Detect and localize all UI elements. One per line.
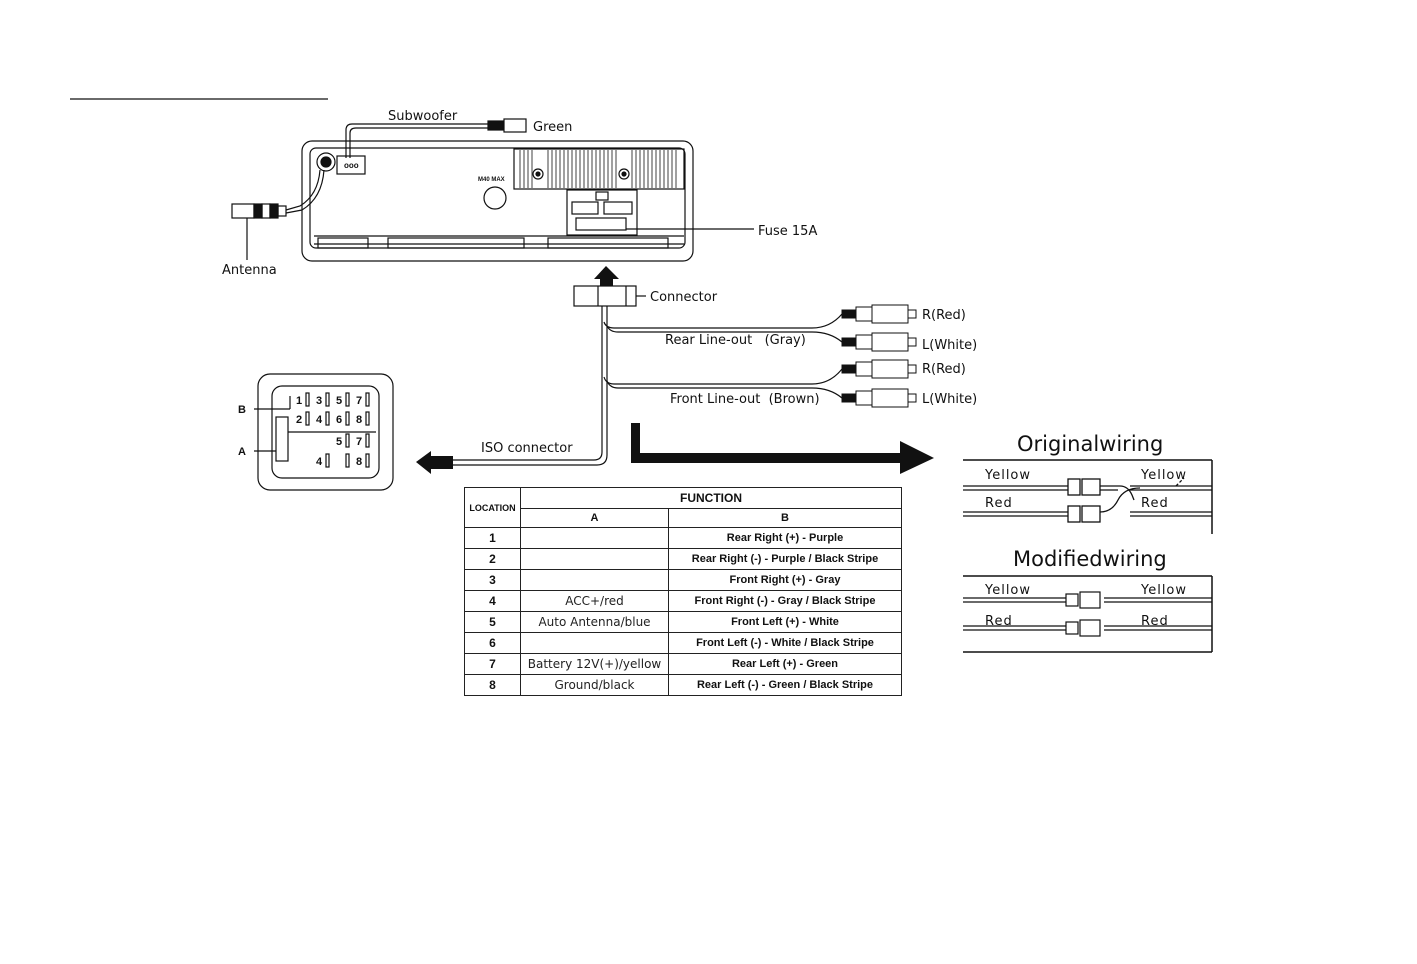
location-cell: 1 <box>464 527 521 549</box>
table-row: 4 ACC+/red Front Right (-) - Gray / Blac… <box>464 590 902 612</box>
function-b-cell: Rear Right (+) - Purple <box>668 527 902 549</box>
function-header: FUNCTION <box>520 487 902 509</box>
rear-r-label: R(Red) <box>922 308 966 323</box>
modified-wiring-title: Modifiedwiring <box>1013 547 1167 571</box>
original-wiring-panel: Originalwiring Yellow Yellow Red Red <box>963 432 1213 534</box>
original-red-left: Red <box>985 496 1013 511</box>
original-yellow-left: Yellow <box>984 468 1031 483</box>
original-red-right: Red <box>1141 496 1169 511</box>
modified-red-right: Red <box>1141 614 1169 629</box>
iso-label-b: B <box>238 404 246 416</box>
iso-plug-face <box>254 373 394 491</box>
modified-wiring-panel: Modifiedwiring Yellow Yellow Red Red <box>963 547 1213 653</box>
antenna-label: Antenna <box>222 263 277 278</box>
function-a-cell <box>520 548 669 570</box>
function-a-cell <box>520 527 669 549</box>
up-arrow-icon <box>594 266 619 286</box>
table-row: 6 Front Left (-) - White / Black Stripe <box>464 632 902 654</box>
rear-l-label: L(White) <box>922 338 977 353</box>
unit-marking: M40 MAX <box>478 177 505 183</box>
rca-plug-front-l <box>841 388 917 408</box>
iso-pin-b8: 8 <box>356 414 362 426</box>
location-cell: 8 <box>464 674 521 696</box>
location-cell: 4 <box>464 590 521 612</box>
function-a-cell: ACC+/red <box>520 590 669 612</box>
function-b-cell: Rear Right (-) - Purple / Black Stripe <box>668 548 902 570</box>
usb-mark: ooo <box>344 161 359 170</box>
rca-plug-front-r <box>841 359 917 379</box>
main-cable <box>452 306 843 466</box>
location-cell: 2 <box>464 548 521 570</box>
location-cell: 7 <box>464 653 521 675</box>
original-wiring-title: Originalwiring <box>1017 432 1163 456</box>
modified-red-left: Red <box>985 614 1013 629</box>
table-row: 7 Battery 12V(+)/yellow Rear Left (+) - … <box>464 653 902 675</box>
location-cell: 5 <box>464 611 521 633</box>
function-b-cell: Rear Left (-) - Green / Black Stripe <box>668 674 902 696</box>
iso-pin-a8: 8 <box>356 456 362 468</box>
function-b-cell: Front Left (+) - White <box>668 611 902 633</box>
table-row: 8 Ground/black Rear Left (-) - Green / B… <box>464 674 902 696</box>
connector <box>573 285 646 307</box>
iso-connector-label: ISO connector <box>481 441 573 456</box>
green-label: Green <box>533 120 572 135</box>
function-b-cell: Front Left (-) - White / Black Stripe <box>668 632 902 654</box>
rear-lineout-label: Rear Line-out (Gray) <box>665 333 806 348</box>
antenna-cable <box>231 169 325 260</box>
table-header-row: LOCATION FUNCTION <box>464 487 902 528</box>
location-cell: 3 <box>464 569 521 591</box>
function-a-cell: Battery 12V(+)/yellow <box>520 653 669 675</box>
iso-pin-b5: 5 <box>336 395 342 407</box>
front-r-label: R(Red) <box>922 362 966 377</box>
iso-pin-b1: 1 <box>296 395 302 407</box>
fuse-label: Fuse 15A <box>758 224 817 239</box>
front-lineout-label: Front Line-out (Brown) <box>670 392 820 407</box>
function-b-cell: Rear Left (+) - Green <box>668 653 902 675</box>
function-a-cell: Ground/black <box>520 674 669 696</box>
column-b-header: B <box>668 508 902 528</box>
function-a-cell <box>520 632 669 654</box>
table-row: 1 Rear Right (+) - Purple <box>464 527 902 549</box>
table-row: 5 Auto Antenna/blue Front Left (+) - Whi… <box>464 611 902 633</box>
connector-label: Connector <box>650 290 718 305</box>
function-b-cell: Front Right (+) - Gray <box>668 569 902 591</box>
function-b-cell: Front Right (-) - Gray / Black Stripe <box>668 590 902 612</box>
table-row: 3 Front Right (+) - Gray <box>464 569 902 591</box>
modified-yellow-left: Yellow <box>984 583 1031 598</box>
location-cell: 6 <box>464 632 521 654</box>
subwoofer-cable <box>345 118 527 158</box>
iso-pin-b2: 2 <box>296 414 302 426</box>
function-a-cell <box>520 569 669 591</box>
iso-pin-b3: 3 <box>316 395 322 407</box>
subwoofer-label: Subwoofer <box>388 109 458 124</box>
iso-pin-b7: 7 <box>356 395 362 407</box>
modified-yellow-right: Yellow <box>1140 583 1187 598</box>
pin-function-table: LOCATION FUNCTION A B 1 Rear Right (+) -… <box>464 487 902 696</box>
right-arrow-icon <box>631 423 934 474</box>
front-l-label: L(White) <box>922 392 977 407</box>
iso-label-a: A <box>238 446 246 458</box>
iso-pin-b4: 4 <box>316 414 323 426</box>
iso-pin-a4: 4 <box>316 456 323 468</box>
rca-plug-rear-l <box>841 332 917 352</box>
left-arrow-icon <box>416 451 453 474</box>
head-unit <box>301 140 754 262</box>
function-a-cell: Auto Antenna/blue <box>520 611 669 633</box>
table-row: 2 Rear Right (-) - Purple / Black Stripe <box>464 548 902 570</box>
iso-pin-b6: 6 <box>336 414 342 426</box>
rca-plug-rear-r <box>841 304 917 324</box>
column-a-header: A <box>520 508 669 528</box>
location-header: LOCATION <box>464 487 521 528</box>
iso-pin-a7: 7 <box>356 436 362 448</box>
original-yellow-right: Yellow <box>1140 468 1187 483</box>
table-subheader-row: A B <box>465 508 902 528</box>
iso-pin-a5: 5 <box>336 436 342 448</box>
